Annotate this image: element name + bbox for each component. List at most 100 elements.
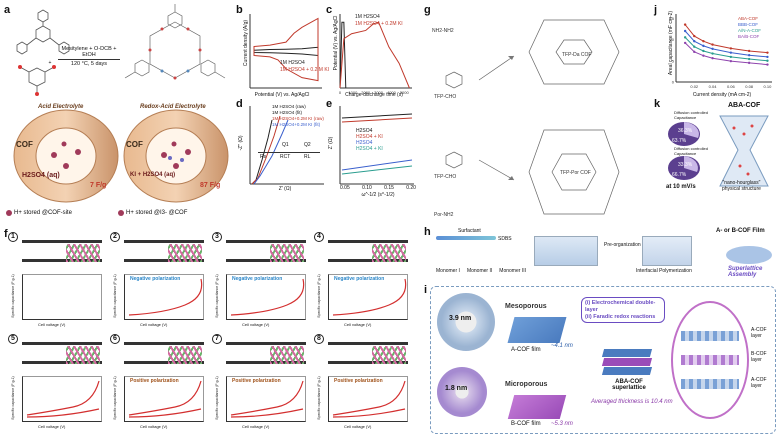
j-point	[729, 51, 733, 54]
c-xtick: 2000	[361, 90, 371, 95]
monomer-3-label: Monomer III	[499, 268, 526, 274]
j-point	[747, 61, 751, 65]
cof-synthesis-scheme: NH2-NH2 TFP-CHO TFP-Da COF TFP-CHO Por-N…	[432, 19, 620, 218]
j-point	[747, 49, 751, 53]
f-xlabel: Cell voltage (V)	[344, 322, 372, 327]
j-point	[766, 63, 769, 66]
pore-size-a: 3.9 nm	[449, 315, 472, 322]
j-xtick: 0.04	[709, 84, 718, 89]
electrode-plates	[22, 240, 102, 262]
capacitance-curve	[23, 275, 103, 321]
step-number: 8	[314, 334, 324, 344]
plus-sign: +	[48, 60, 52, 66]
micropore-structure	[437, 367, 487, 417]
electrode-plates	[226, 240, 306, 262]
panel-label-h: h	[424, 226, 431, 238]
polymerization-beaker	[642, 236, 692, 266]
superlattice-layer-a2	[601, 367, 653, 375]
j-point	[729, 55, 733, 59]
k-note-1: "nano-hourglass"	[722, 180, 761, 186]
d-legend-1: 1M H2SO4 (raw)	[272, 104, 306, 109]
g-amine-top: NH2-NH2	[432, 28, 454, 34]
e-legend-3: H2SO4	[356, 140, 373, 146]
layer-label-a1: A-COF layer	[751, 327, 767, 339]
capacitance-line	[230, 278, 305, 316]
capacitance-curve	[332, 380, 406, 418]
reaction-arrow	[58, 59, 120, 60]
k-legend-capacitance-2: Capacitance	[674, 151, 697, 156]
capacitance-line	[26, 380, 100, 418]
j-point	[693, 40, 696, 43]
cof-label-left: COF	[16, 140, 33, 149]
c-xtick: 3000	[374, 90, 384, 95]
panel-label-c: c	[326, 4, 333, 16]
f-ylabel: Specific capacitance (F g-1)	[317, 376, 321, 420]
legend-left-text: H+ stored @COF-site	[14, 210, 72, 216]
k-title: ABA-COF	[728, 102, 761, 109]
b-cof-film-label: B-COF film	[511, 421, 541, 427]
j-ytick: 15	[670, 16, 675, 21]
k-pct-1b: 63.7%	[672, 138, 687, 144]
j-ylabel: Areal capacitance (mF cm-2)	[668, 10, 674, 76]
k-note: "nano-hourglass" physical structure	[722, 180, 761, 192]
cof-molecule-icon	[66, 346, 100, 364]
e-xtick: 0.10	[362, 185, 372, 191]
b-series-1	[253, 46, 319, 56]
condition-solvent: Mesitylene + O-DCB + EtOH	[61, 46, 117, 58]
b-xlabel: Potential (V) vs. Ag/AgCl	[254, 92, 310, 98]
panel-label-b: b	[236, 4, 243, 16]
superlattice-label: ABA-COF superlattice	[612, 379, 646, 391]
cof-molecule-icon	[372, 346, 406, 364]
k-legend-diffusion-2: Diffusion controlled	[674, 146, 708, 151]
e-legend-2: H2SO4 + KI	[356, 134, 383, 140]
capacitance-plot	[124, 376, 204, 422]
c-legend-1: 1M H2SO4	[355, 14, 380, 20]
j-point	[747, 57, 751, 61]
legend-right: H+ stored @I3- @COF	[118, 210, 187, 216]
c-legend-2: 1M H2SO4 + 0.2M KI	[355, 21, 403, 27]
mechanism-box: (i) Electrochemical double-layer (ii) Fa…	[581, 297, 665, 323]
k-rate: at 10 mV/s	[666, 184, 696, 190]
panel-label-e: e	[326, 98, 333, 110]
f-ylabel: Specific capacitance (F g-1)	[215, 274, 219, 318]
positive-polarization-label: Positive polarization	[130, 378, 179, 384]
j-point	[711, 52, 714, 55]
k-legend-1: Diffusion controlled Capacitance	[674, 110, 708, 120]
capacitance-plot	[124, 274, 204, 320]
circuit-q2: Q2	[304, 142, 311, 148]
electrode-plates	[328, 342, 408, 364]
capacitance-curve	[26, 380, 100, 418]
e-xtick: 0.20	[406, 185, 416, 191]
j-ytick: 0	[672, 80, 675, 85]
zoom-circle	[671, 301, 749, 419]
negative-polarization-label: Negative polarization	[334, 276, 385, 282]
b-legend-2: 1M H2SO4 + 0.2 M KI	[280, 67, 330, 73]
panel-label-j: j	[654, 4, 658, 16]
e-legend-4: H2SO4 + KI	[356, 146, 383, 152]
g-reactant-top: TFP-CHO	[434, 94, 456, 100]
e-ylabel: Z' (Ω)	[328, 136, 334, 150]
panel-label-d: d	[236, 98, 243, 110]
j-point	[683, 23, 687, 26]
c-series-2	[339, 21, 410, 89]
layer-label-b: B-COF layer	[751, 351, 767, 363]
circuit-rl: RL	[304, 154, 311, 160]
j-point	[683, 36, 687, 39]
f-xlabel: Cell voltage (V)	[242, 424, 270, 429]
capacitance-line	[230, 380, 304, 418]
superlattice-layer-b	[601, 358, 653, 366]
step-number: 4	[314, 232, 324, 242]
circuit-rs: Rs	[260, 154, 267, 160]
f-xlabel: Cell voltage (V)	[140, 322, 168, 327]
mesopore-structure	[437, 293, 495, 351]
j-legend-entry: BBB-COF	[738, 22, 758, 27]
b-legend-1: 1M H2SO4	[280, 60, 305, 66]
f-ylabel: Specific capacitance (F g-1)	[215, 376, 219, 420]
interfacial-label: Interfacial Polymerization	[636, 268, 692, 274]
surfactant-label: Surfactant	[458, 228, 481, 234]
g-product-bot: TFP-Por COF	[560, 170, 591, 176]
j-point	[766, 51, 769, 54]
